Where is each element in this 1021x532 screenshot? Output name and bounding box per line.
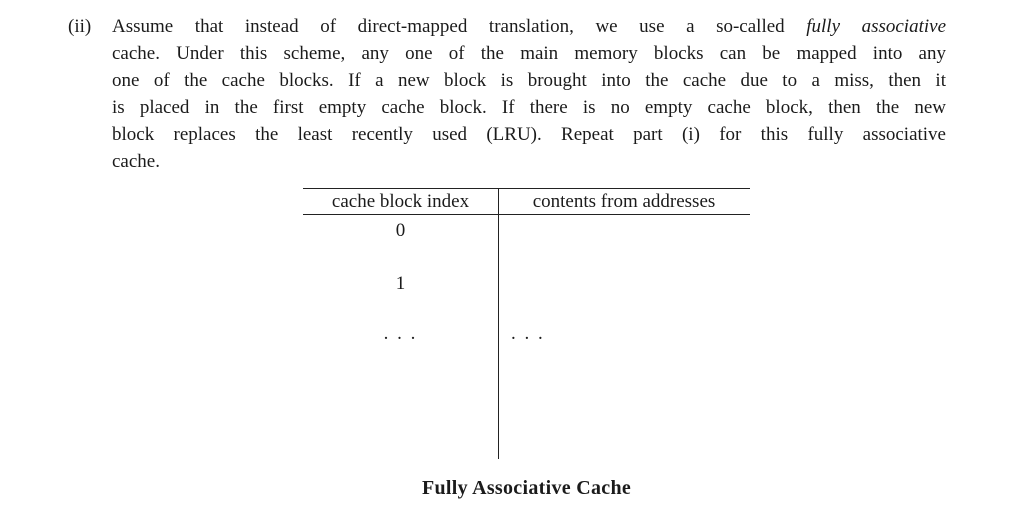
- table-row: 0: [303, 221, 750, 241]
- cell-contents-1: [498, 274, 750, 294]
- item-label: (ii): [68, 16, 92, 37]
- paragraph-line-4: is placed in the first empty cache block…: [112, 97, 946, 118]
- paragraph-line-6: cache.: [112, 151, 160, 172]
- cell-block-index-1: 1: [395, 273, 406, 294]
- paragraph-line-3: one of the cache blocks. If a new block …: [112, 70, 946, 91]
- cell-block-index-ellipsis: . . .: [383, 323, 418, 344]
- cache-table: cache block index contents from addresse…: [303, 188, 750, 459]
- problem-paragraph: (ii) Assume that instead of direct-mappe…: [68, 13, 946, 175]
- line-1-italic-phrase: fully associative: [806, 16, 946, 37]
- cell-block-index-0: 0: [395, 220, 406, 241]
- line-1-text: Assume that instead of direct-mapped tra…: [112, 16, 785, 37]
- paragraph-line-1: Assume that instead of direct-mapped tra…: [112, 13, 946, 40]
- cell-contents-ellipsis: . . .: [511, 323, 545, 344]
- paragraph-line-2: cache. Under this scheme, any one of the…: [112, 43, 946, 64]
- table-caption: Fully Associative Cache: [421, 477, 632, 499]
- table-column-divider: [498, 188, 499, 459]
- table-row: . . . . . .: [303, 324, 750, 344]
- column-header-contents-from-addresses: contents from addresses: [532, 190, 716, 212]
- column-header-cache-block-index: cache block index: [331, 190, 470, 212]
- paragraph-line-5: block replaces the least recently used (…: [112, 124, 946, 145]
- table-header-row: cache block index contents from addresse…: [303, 188, 750, 215]
- cell-contents-0: [498, 221, 750, 241]
- paragraph-body: Assume that instead of direct-mapped tra…: [112, 13, 946, 175]
- table-row: 1: [303, 274, 750, 294]
